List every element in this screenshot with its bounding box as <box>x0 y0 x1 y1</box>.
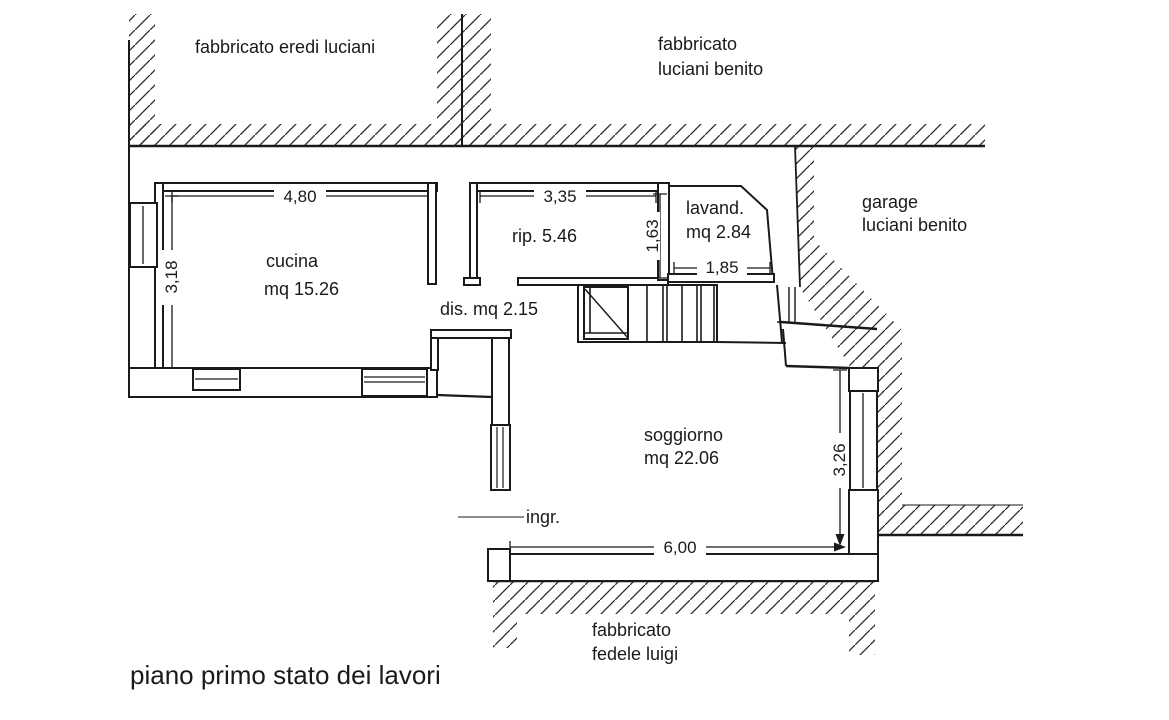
stairs-diagonal <box>584 288 629 339</box>
label-garage-2: luciani benito <box>862 215 967 235</box>
window-cucina-bottom-2-mullion <box>364 376 425 383</box>
wall-rip-left-foot <box>463 277 481 286</box>
wall-rip-bottom <box>517 277 669 286</box>
wall-passage-left <box>776 284 783 343</box>
labels: fabbricato eredi luciani fabbricato luci… <box>130 34 967 690</box>
wall-soggiorno-topright-1 <box>780 320 878 331</box>
window-soggiorno-left <box>490 424 511 491</box>
boundary-line-garage-left <box>794 145 801 288</box>
windows <box>129 202 878 518</box>
dim-rip-height: 1,63 <box>643 219 662 252</box>
label-fabbricato-top-right-2: luciani benito <box>658 59 763 79</box>
neighbor-hatch-areas <box>129 14 1023 655</box>
wall-soggiorno-bottom-step <box>487 548 511 582</box>
wall-dis-connector <box>430 337 439 371</box>
wall-rip-left <box>469 182 478 286</box>
wall-soggiorno-topright-3 <box>785 364 851 370</box>
stairs-landing <box>583 286 629 340</box>
wall-line-ingresso-top <box>436 393 493 399</box>
label-soggiorno-area: mq 22.06 <box>644 448 719 468</box>
dim-cucina-height: 3,18 <box>162 260 181 293</box>
staircase <box>577 284 787 344</box>
dim-soggiorno-height: 3,26 <box>830 443 849 476</box>
dim-arrow-soggiorno-height <box>835 534 845 546</box>
page-title: piano primo stato dei lavori <box>130 660 441 690</box>
label-ingresso: ingr. <box>526 507 560 527</box>
wall-soggiorno-left-upper <box>491 337 510 426</box>
wall-soggiorno-bottom <box>504 553 879 582</box>
dim-soggiorno-width: 6,00 <box>663 538 696 557</box>
label-cucina-name: cucina <box>266 251 319 271</box>
hatch-band-bottom <box>493 581 875 655</box>
dim-cucina-width: 4,80 <box>283 187 316 206</box>
walls <box>128 182 879 582</box>
stairs-bottom-extension <box>716 341 787 344</box>
stairs-treads <box>646 285 715 342</box>
wall-soggiorno-topright-2 <box>782 328 787 367</box>
wall-dis-bottom <box>430 329 512 339</box>
hatch-garage-wall <box>795 146 1023 535</box>
label-dis: dis. mq 2.15 <box>440 299 538 319</box>
label-soggiorno-name: soggiorno <box>644 425 723 445</box>
dim-lavand-width: 1,85 <box>705 258 738 277</box>
label-garage-1: garage <box>862 192 918 212</box>
window-soggiorno-left-mullion <box>496 427 504 488</box>
label-fabbricato-top-right-1: fabbricato <box>658 34 737 54</box>
dim-arrow-soggiorno-width <box>834 542 846 552</box>
label-cucina-area: mq 15.26 <box>264 279 339 299</box>
label-fabbricato-bottom-1: fabbricato <box>592 620 671 640</box>
label-lavand-name: lavand. <box>686 198 744 218</box>
label-lavand-area: mq 2.84 <box>686 222 751 242</box>
label-fabbricato-eredi-luciani: fabbricato eredi luciani <box>195 37 375 57</box>
hatch-band-top <box>129 124 985 146</box>
wall-cucina-right <box>427 182 437 285</box>
label-rip: rip. 5.46 <box>512 226 577 246</box>
label-fabbricato-bottom-2: fedele luigi <box>592 644 678 664</box>
dimension-lines: 4,80 3,18 3,35 1,63 1,85 6,00 3,26 <box>162 187 849 557</box>
dim-rip-width: 3,35 <box>543 187 576 206</box>
wall-above-right-window <box>848 367 879 392</box>
